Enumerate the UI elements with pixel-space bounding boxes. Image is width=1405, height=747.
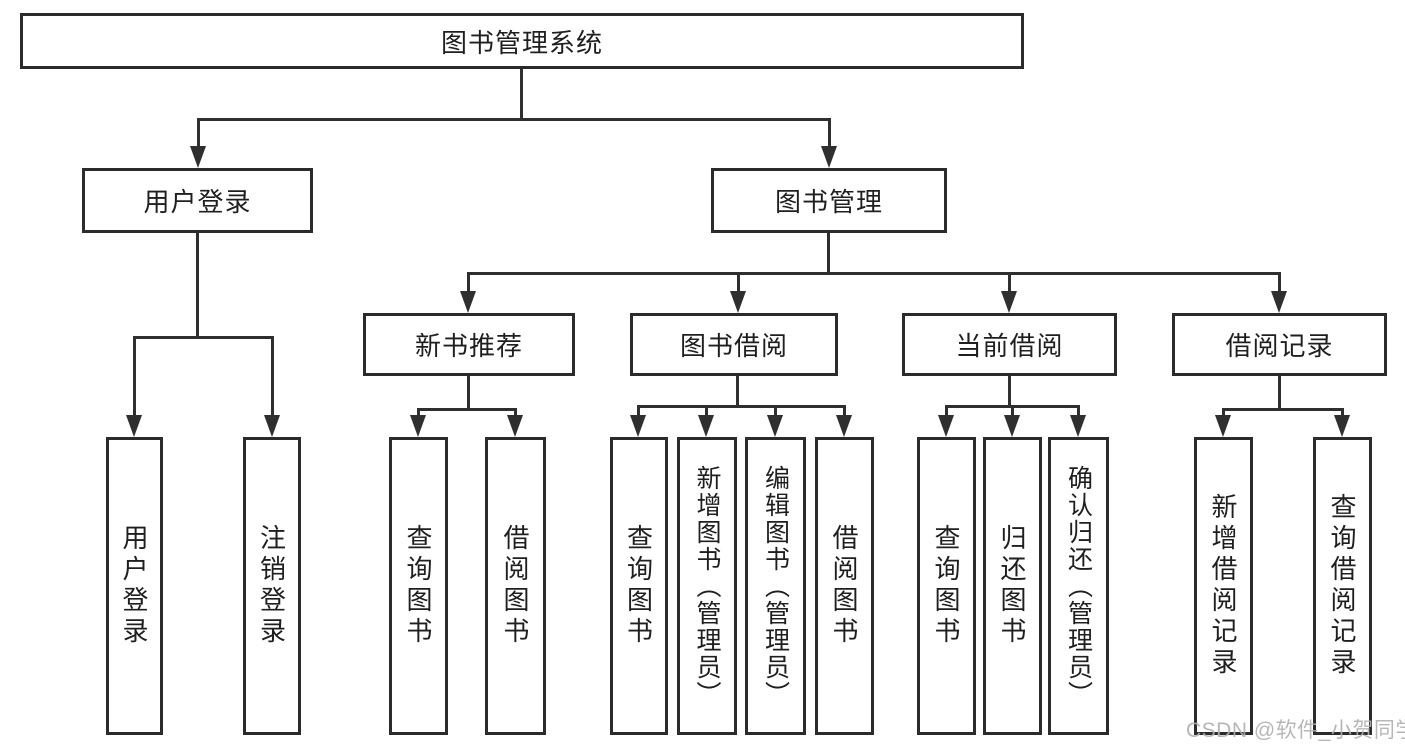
node-user-login: 用户登录 xyxy=(82,168,313,233)
connector-root-rail xyxy=(197,118,831,121)
connector-drop xyxy=(1341,408,1344,417)
connector-newbook-stem xyxy=(467,376,470,408)
leaf-return-book: 归还图书 xyxy=(983,437,1042,735)
connector-drop xyxy=(133,336,136,416)
connector-bookmgmt-stem xyxy=(827,233,830,272)
leaf-label: 确认归还（管理员） xyxy=(1064,464,1093,708)
arrowhead-down-icon xyxy=(190,146,206,168)
connector-currentborrow-stem xyxy=(1008,376,1011,405)
leaf-logout: 注销登录 xyxy=(243,437,301,735)
connector-drop xyxy=(467,272,470,292)
connector-borrowrecord-stem xyxy=(1278,376,1281,408)
arrowhead-down-icon xyxy=(126,415,142,437)
leaf-borrow-book: 借阅图书 xyxy=(815,437,874,735)
connector-drop xyxy=(637,405,640,417)
arrowhead-down-icon xyxy=(821,146,837,168)
leaf-user-login: 用户登录 xyxy=(106,437,163,735)
arrowhead-down-icon xyxy=(1215,415,1231,437)
connector-drop xyxy=(1008,272,1011,292)
leaf-edit-book-admin: 编辑图书（管理员） xyxy=(745,437,806,735)
connector-drop xyxy=(705,405,708,417)
arrowhead-down-icon xyxy=(1001,291,1017,313)
leaf-label: 用户登录 xyxy=(119,524,149,648)
node-book-borrow: 图书借阅 xyxy=(630,313,838,376)
connector-drop xyxy=(737,272,740,292)
leaf-query-books-recommend: 查询图书 xyxy=(389,437,448,735)
leaf-query-borrow-record: 查询借阅记录 xyxy=(1313,437,1372,735)
leaf-label: 查询图书 xyxy=(623,524,654,648)
connector-borrowrecord-rail xyxy=(1222,408,1344,411)
connector-drop xyxy=(828,118,831,148)
arrowhead-down-icon xyxy=(410,415,426,437)
connector-root-stem xyxy=(520,69,523,118)
connector-drop xyxy=(1077,405,1080,417)
leaf-query-books-borrow: 查询图书 xyxy=(610,437,668,735)
arrowhead-down-icon xyxy=(1004,415,1020,437)
node-root-library-system: 图书管理系统 xyxy=(20,13,1024,69)
connector-drop xyxy=(774,405,777,417)
node-label: 图书管理 xyxy=(774,187,883,217)
csdn-watermark: CSDN @软件_小贺同学 xyxy=(1186,719,1405,742)
node-borrow-record: 借阅记录 xyxy=(1172,313,1387,376)
arrowhead-down-icon xyxy=(630,415,646,437)
node-label: 图书借阅 xyxy=(679,331,788,361)
connector-drop xyxy=(514,408,517,417)
leaf-label: 注销登录 xyxy=(256,524,287,648)
leaf-borrow-books-recommend: 借阅图书 xyxy=(485,437,546,735)
leaf-add-book-admin: 新增图书（管理员） xyxy=(677,437,737,735)
arrowhead-down-icon xyxy=(938,415,954,437)
leaf-label: 查询图书 xyxy=(931,524,961,648)
node-current-borrow: 当前借阅 xyxy=(902,313,1117,376)
node-book-management: 图书管理 xyxy=(711,168,947,233)
connector-userlogin-stem xyxy=(196,233,199,336)
arrowhead-down-icon xyxy=(460,291,476,313)
arrowhead-down-icon xyxy=(1070,415,1086,437)
connector-drop xyxy=(1278,272,1281,292)
connector-drop xyxy=(1011,405,1014,417)
arrowhead-down-icon xyxy=(836,415,852,437)
leaf-label: 查询图书 xyxy=(403,524,433,648)
leaf-label: 借阅图书 xyxy=(500,524,530,648)
connector-drop xyxy=(417,408,420,417)
arrowhead-down-icon xyxy=(698,415,714,437)
connector-bookborrow-stem xyxy=(736,376,739,405)
arrowhead-down-icon xyxy=(767,415,783,437)
leaf-label: 查询借阅记录 xyxy=(1327,493,1357,679)
leaf-label: 新增图书（管理员） xyxy=(693,464,721,708)
leaf-label: 归还图书 xyxy=(997,524,1027,648)
node-label: 新书推荐 xyxy=(414,331,523,361)
connector-bookmgmt-rail xyxy=(467,272,1281,275)
connector-drop xyxy=(271,336,274,416)
connector-newbook-rail xyxy=(417,408,517,411)
leaf-label: 借阅图书 xyxy=(829,524,859,648)
arrowhead-down-icon xyxy=(264,415,280,437)
node-new-book-recommend: 新书推荐 xyxy=(363,313,575,376)
leaf-label: 新增借阅记录 xyxy=(1208,493,1238,679)
node-label: 图书管理系统 xyxy=(440,27,603,58)
leaf-label: 编辑图书（管理员） xyxy=(761,464,790,708)
connector-drop xyxy=(1222,408,1225,417)
connector-drop xyxy=(197,118,200,148)
leaf-confirm-return-admin: 确认归还（管理员） xyxy=(1048,437,1109,735)
arrowhead-down-icon xyxy=(1271,291,1287,313)
connector-bookborrow-rail xyxy=(637,405,846,408)
connector-drop xyxy=(945,405,948,417)
node-label: 用户登录 xyxy=(143,187,252,217)
node-label: 借阅记录 xyxy=(1225,331,1334,361)
connector-userlogin-rail xyxy=(133,336,274,339)
connector-drop xyxy=(843,405,846,417)
leaf-add-borrow-record: 新增借阅记录 xyxy=(1194,437,1253,735)
arrowhead-down-icon xyxy=(730,291,746,313)
leaf-query-books-current: 查询图书 xyxy=(917,437,976,735)
arrowhead-down-icon xyxy=(1334,415,1350,437)
node-label: 当前借阅 xyxy=(955,331,1064,361)
arrowhead-down-icon xyxy=(507,415,523,437)
